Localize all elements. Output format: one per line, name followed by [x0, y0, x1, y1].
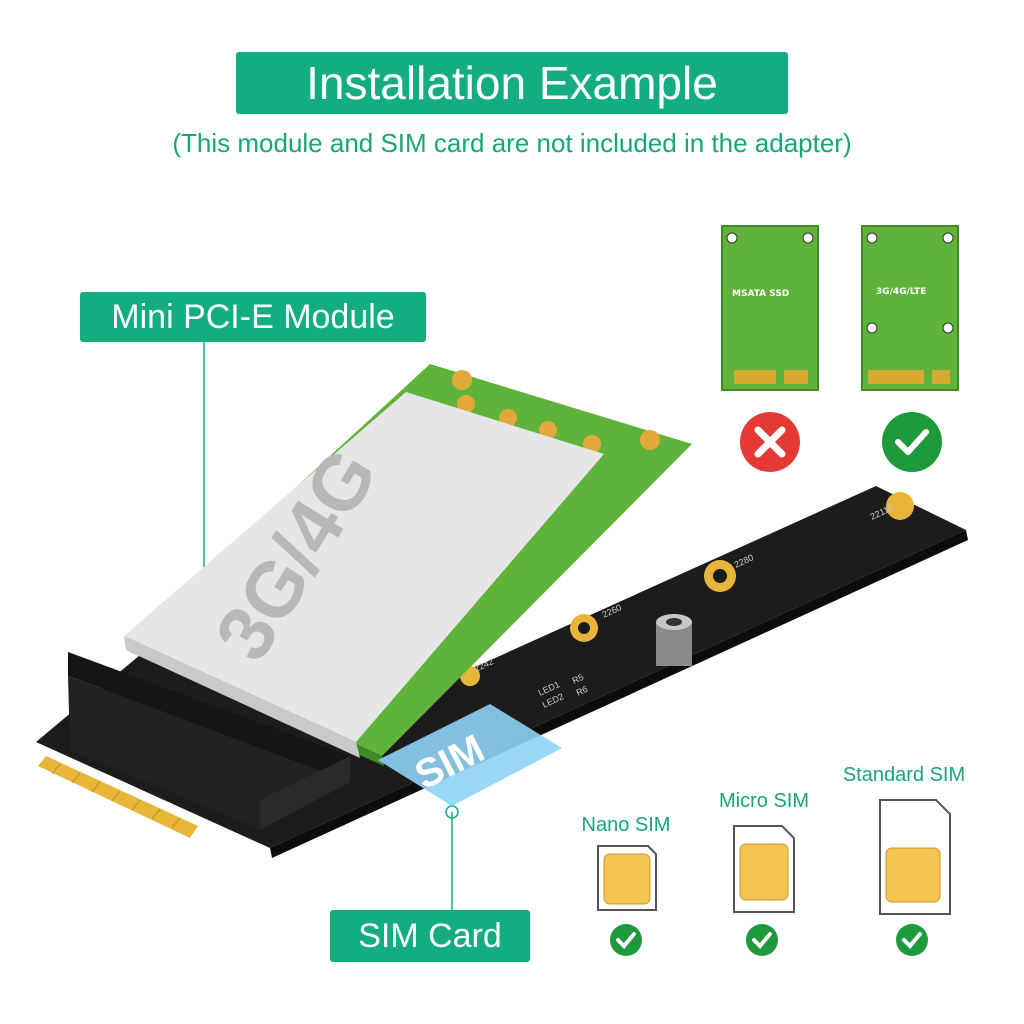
page-title: Installation Example: [236, 52, 788, 114]
micro-sim-label: Micro SIM: [719, 790, 809, 812]
standard-sim-check-icon: [896, 924, 928, 956]
card-msata: MSATA SSD: [721, 225, 819, 391]
micro-sim-check-icon: [746, 924, 778, 956]
standard-sim-label: Standard SIM: [842, 764, 966, 786]
sim-card: [378, 704, 562, 806]
card-msata-label: MSATA SSD: [732, 289, 789, 299]
micro-sim: [733, 825, 795, 913]
page-subtitle: (This module and SIM card are not includ…: [172, 128, 852, 158]
module-label: Mini PCI-E Module: [80, 292, 426, 342]
check-icon: [882, 412, 942, 472]
module-shield: [124, 392, 604, 742]
mount-hole-22110: [886, 492, 914, 520]
cross-icon: [740, 412, 800, 472]
marking-r6: R6: [575, 684, 590, 698]
nano-sim: [597, 845, 657, 911]
card-lte: 3G/4G/LTE: [861, 225, 959, 391]
mini-pcie-slot: [68, 652, 350, 782]
standard-sim: [879, 799, 951, 915]
card-lte-label: 3G/4G/LTE: [876, 287, 926, 297]
module-antenna-connectors: [452, 370, 660, 453]
nano-sim-label: Nano SIM: [581, 814, 671, 836]
gold-fingers: [38, 756, 198, 838]
nano-sim-check-icon: [610, 924, 642, 956]
sim-card-label: SIM Card: [330, 910, 530, 962]
marking-r5: R5: [571, 672, 586, 686]
